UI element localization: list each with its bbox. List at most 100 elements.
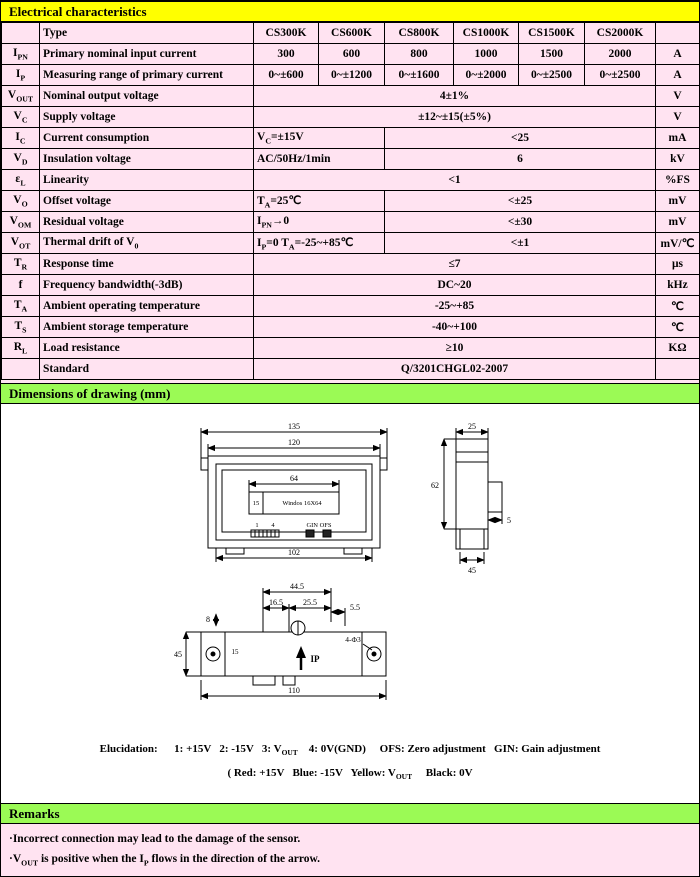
section-title-remarks: Remarks xyxy=(9,806,60,821)
table-cell: IP=0 TA=-25~+85℃ xyxy=(253,232,385,254)
table-cell: εL xyxy=(1,169,40,191)
dim-label-64: 64 xyxy=(290,474,298,483)
table-cell: 1000 xyxy=(453,43,519,65)
dim-label-5-5: 5.5 xyxy=(350,603,360,612)
table-cell: 2000 xyxy=(584,43,656,65)
table-cell: IPN xyxy=(1,43,40,65)
drawing-lines xyxy=(182,428,503,700)
dim-label-15-bottom: 15 xyxy=(232,648,240,656)
display-label: Windos 16X64 xyxy=(282,500,322,507)
table-cell: <1 xyxy=(253,169,656,191)
table-cell: <±30 xyxy=(384,211,656,233)
table-cell: mV xyxy=(655,190,699,212)
table-cell: 800 xyxy=(384,43,454,65)
table-cell: 0~±1200 xyxy=(318,64,385,86)
table-cell xyxy=(655,358,699,380)
table-cell: Measuring range of primary current xyxy=(39,64,254,86)
table-cell: AC/50Hz/1min xyxy=(253,148,385,170)
table-cell: A xyxy=(655,43,699,65)
table-cell: TA=25℃ xyxy=(253,190,385,212)
table-cell: 600 xyxy=(318,43,385,65)
section-title-dimensions: Dimensions of drawing (mm) xyxy=(9,386,171,401)
table-cell: VOM xyxy=(1,211,40,233)
table-cell: ℃ xyxy=(655,316,699,338)
model-name: CS1000K xyxy=(453,22,519,44)
dim-label-102: 102 xyxy=(288,548,300,557)
section-header-dimensions: Dimensions of drawing (mm) xyxy=(1,383,699,404)
dim-label-120: 120 xyxy=(288,438,300,447)
table-cell: IC xyxy=(1,127,40,149)
dim-label-45-bottom: 45 xyxy=(174,650,182,659)
table-cell: ±12~±15(±5%) xyxy=(253,106,656,128)
table-cell: <±25 xyxy=(384,190,656,212)
table-cell xyxy=(1,358,40,380)
pin-label-4: 4 xyxy=(271,522,275,529)
table-cell: TS xyxy=(1,316,40,338)
table-cell: Residual voltage xyxy=(39,211,254,233)
section-title-electrical: Electrical characteristics xyxy=(9,4,147,19)
table-cell: 4±1% xyxy=(253,85,656,107)
model-name: CS300K xyxy=(253,22,319,44)
table-cell: TA xyxy=(1,295,40,317)
table-cell: μs xyxy=(655,253,699,275)
table-cell: Linearity xyxy=(39,169,254,191)
table-cell: Q/3201CHGL02-2007 xyxy=(253,358,656,380)
table-cell: VO xyxy=(1,190,40,212)
table-cell: VOT xyxy=(1,232,40,254)
table-cell: mV xyxy=(655,211,699,233)
ip-arrow-label: IP xyxy=(311,654,321,664)
remarks-body: ·Incorrect connection may lead to the da… xyxy=(1,824,699,876)
table-cell: Standard xyxy=(39,358,254,380)
table-cell: VC=±15V xyxy=(253,127,385,149)
table-cell: Primary nominal input current xyxy=(39,43,254,65)
table-cell: DC~20 xyxy=(253,274,656,296)
char-table-body: Type CS300K CS600K CS800K CS1000K CS1500… xyxy=(1,22,699,380)
model-name: CS800K xyxy=(384,22,454,44)
table-cell: Response time xyxy=(39,253,254,275)
table-cell: 300 xyxy=(253,43,319,65)
model-name: CS600K xyxy=(318,22,385,44)
table-cell: VC xyxy=(1,106,40,128)
table-cell: V xyxy=(655,106,699,128)
table-cell xyxy=(655,22,699,44)
table-cell: KΩ xyxy=(655,337,699,359)
elucidation-line-1: Elucidation: 1: +15V 2: -15V 3: VOUT 4: … xyxy=(99,743,601,758)
dim-label-45-side: 45 xyxy=(468,566,476,575)
table-cell: mV/℃ xyxy=(655,232,699,254)
table-cell: V xyxy=(655,85,699,107)
dim-label-15-front: 15 xyxy=(253,500,260,507)
type-label: Type xyxy=(39,22,254,44)
table-cell: kV xyxy=(655,148,699,170)
dim-label-62: 62 xyxy=(431,481,439,490)
table-cell: Current consumption xyxy=(39,127,254,149)
table-cell: Load resistance xyxy=(39,337,254,359)
table-cell: A xyxy=(655,64,699,86)
table-cell: RL xyxy=(1,337,40,359)
dim-label-5: 5 xyxy=(507,516,511,525)
table-cell: 6 xyxy=(384,148,656,170)
table-cell: Ambient storage temperature xyxy=(39,316,254,338)
table-cell: -40~+100 xyxy=(253,316,656,338)
table-cell: Insulation voltage xyxy=(39,148,254,170)
holes-label: 4-Φ3 xyxy=(345,635,361,644)
table-cell: Nominal output voltage xyxy=(39,85,254,107)
table-cell: mA xyxy=(655,127,699,149)
table-cell: <25 xyxy=(384,127,656,149)
dim-label-8: 8 xyxy=(206,615,210,624)
table-cell: Frequency bandwidth(-3dB) xyxy=(39,274,254,296)
elucidation-line-2: ( Red: +15V Blue: -15V Yellow: VOUT Blac… xyxy=(227,767,473,782)
pin-label-1: 1 xyxy=(255,522,258,529)
table-cell: 1500 xyxy=(518,43,585,65)
